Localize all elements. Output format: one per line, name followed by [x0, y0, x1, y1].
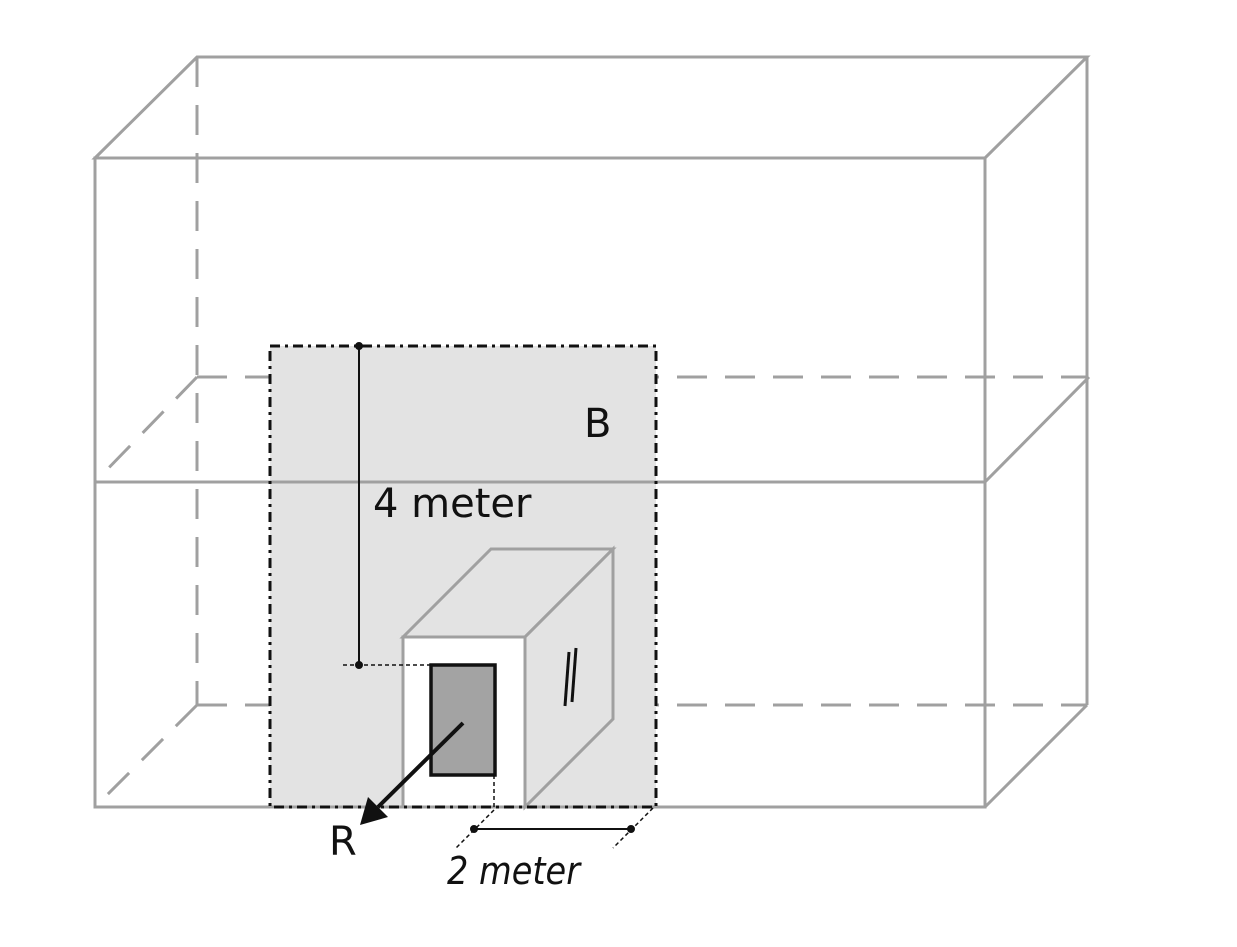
- bottom-right-depth-edge: [983, 703, 1089, 809]
- door: [429, 663, 497, 777]
- side-vent-marks: [563, 647, 578, 707]
- vertical-dimension-line: [343, 342, 431, 669]
- building-visible-edges: [91, 55, 1091, 809]
- bottom-left-depth-edge: [93, 703, 199, 809]
- building-top-face: [91, 55, 1091, 160]
- zone-b-label: B: [584, 401, 611, 447]
- floor-left-depth-edge: [93, 375, 199, 484]
- arrow-down-left-icon: [360, 721, 465, 825]
- floor-right-depth-line: [983, 375, 1091, 484]
- horizontal-dimension-line: [455, 775, 654, 849]
- vertical-dimension-label: 4 meter: [373, 481, 532, 527]
- arrow-r-label: R: [329, 819, 357, 865]
- zone-b-boundary: [268, 344, 658, 809]
- horizontal-dimension-label: 2 meter: [447, 849, 582, 893]
